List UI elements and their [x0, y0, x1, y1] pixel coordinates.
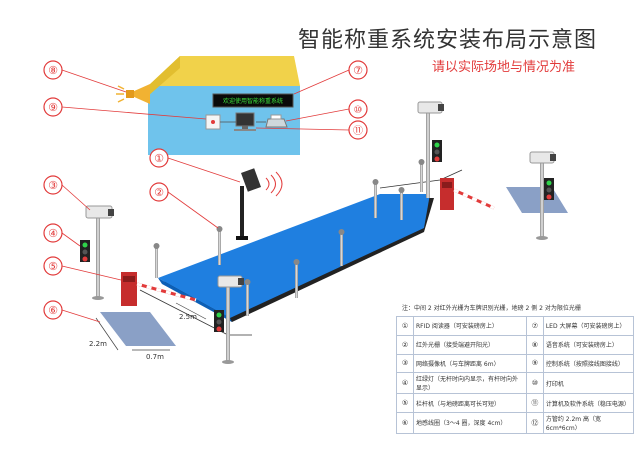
legend-num: ④ — [396, 372, 414, 395]
legend-row: ④ 红绿灯（无杆时向内显示，有杆时向外显示） ⑩ 打印机 — [396, 372, 635, 395]
svg-text:⑩: ⑩ — [354, 105, 363, 116]
dimension-lines — [95, 302, 207, 351]
camera-top-right — [417, 101, 444, 198]
camera-right — [529, 151, 556, 240]
legend-num: ② — [396, 334, 414, 355]
legend-num: ⑨ — [525, 353, 544, 374]
legend-text: LED 大屏幕（可安装磅房上） — [542, 316, 635, 336]
camera-middle — [214, 275, 244, 364]
dimension-2-2m: 2.2m — [89, 340, 107, 348]
camera-left — [80, 205, 114, 300]
callouts: ⑧ ⑨ ① ② ③ ④ ⑤ ⑥ ⑦ ⑩ ⑪ — [43, 60, 368, 320]
svg-text:⑥: ⑥ — [48, 304, 58, 317]
legend-text: 控制系统（按照接线图接线） — [542, 353, 635, 374]
scale-deck — [158, 194, 430, 318]
callout-1: ① — [149, 148, 169, 168]
callout-10: ⑩ — [348, 99, 368, 119]
barrier-gate-right — [440, 178, 495, 210]
printer-icon — [265, 118, 288, 128]
callout-4: ④ — [43, 223, 63, 243]
legend-num: ⑧ — [525, 334, 544, 355]
legend-num: ⑪ — [525, 393, 544, 413]
legend-num: ⑤ — [396, 393, 414, 413]
rfid-reader — [236, 168, 283, 240]
led-screen: 欢迎使用智能称重系统 — [212, 93, 294, 108]
callout-7: ⑦ — [348, 60, 368, 80]
speaker-icon — [116, 84, 150, 104]
callout-9: ⑨ — [43, 97, 63, 117]
legend-row: ③ 网络摄像机（与车牌距离 6m） ⑨ 控制系统（按照接线图接线） — [396, 353, 635, 374]
legend-note: 注：中间 2 对红外光栅为车牌识别光栅，地磅 2 侧 2 对为限位光栅 — [402, 305, 581, 312]
ground-loop-right — [506, 187, 568, 213]
legend-text: 语音系统（可安装磅房上） — [542, 334, 635, 355]
legend-num: ③ — [396, 353, 414, 374]
legend-text: 栏杆机（与地磅距离可长可短） — [413, 393, 527, 413]
legend-num: ⑥ — [396, 411, 414, 435]
legend-text: RFID 阅读器（可安装磅房上） — [413, 316, 527, 336]
callout-3: ③ — [43, 175, 63, 195]
callout-8: ⑧ — [43, 60, 63, 80]
infrared-grating-posts — [153, 159, 425, 316]
svg-text:①: ① — [154, 152, 164, 165]
svg-text:②: ② — [154, 186, 164, 199]
house-roof — [148, 56, 300, 86]
led-screen-text: 欢迎使用智能称重系统 — [223, 97, 283, 105]
svg-text:⑨: ⑨ — [48, 101, 58, 114]
svg-text:⑤: ⑤ — [48, 260, 58, 273]
legend-text: 计算机及软件系统（稳压电源） — [542, 393, 635, 413]
legend-text: 方管约 2.2m 高（宽 6cm*6cm） — [542, 411, 635, 435]
dimension-0-7m: 0.7m — [146, 353, 164, 361]
svg-text:⑦: ⑦ — [353, 64, 363, 77]
svg-text:④: ④ — [48, 227, 58, 240]
callout-5: ⑤ — [43, 256, 63, 276]
legend-text: 红外光栅（接受端避开阳光） — [413, 334, 527, 355]
legend-row: ② 红外光栅（接受端避开阳光） ⑧ 语音系统（可安装磅房上） — [396, 334, 635, 355]
control-equipment — [205, 112, 288, 131]
computer-monitor-icon — [235, 112, 255, 127]
legend-num: ⑫ — [525, 411, 544, 435]
svg-text:⑪: ⑪ — [353, 125, 363, 137]
svg-text:③: ③ — [48, 179, 58, 192]
svg-text:⑧: ⑧ — [48, 64, 58, 77]
legend-num: ⑦ — [525, 316, 544, 336]
legend-text: 网络摄像机（与车牌距离 6m） — [413, 353, 527, 374]
callout-11: ⑪ — [348, 120, 368, 140]
callout-leaders — [61, 69, 350, 323]
legend-row: ⑤ 栏杆机（与地磅距离可长可短） ⑪ 计算机及软件系统（稳压电源） — [396, 393, 635, 413]
diagram-title: 智能称重系统安装布局示意图 — [298, 28, 598, 53]
callout-6: ⑥ — [43, 300, 63, 320]
barrier-gate-left — [121, 272, 197, 306]
legend-text: 红绿灯（无杆时向内显示，有杆时向外显示） — [413, 372, 527, 395]
legend-row: ⑥ 地感线圈（3～4 圈，深度 4cm） ⑫ 方管约 2.2m 高（宽 6cm*… — [396, 411, 635, 435]
callout-2: ② — [149, 182, 169, 202]
legend-num: ① — [396, 316, 414, 336]
dimension-2-5m: 2.5m — [179, 313, 197, 321]
diagram-subtitle: 请以实际场地与情况为准 — [432, 60, 576, 75]
legend-table: ① RFID 阅读器（可安装磅房上） ⑦ LED 大屏幕（可安装磅房上） ② 红… — [396, 316, 635, 435]
legend-row: ① RFID 阅读器（可安装磅房上） ⑦ LED 大屏幕（可安装磅房上） — [396, 316, 635, 336]
ground-loop-left — [100, 312, 176, 346]
legend-num: ⑩ — [525, 372, 544, 395]
legend-text: 打印机 — [542, 372, 635, 395]
legend-text: 地感线圈（3～4 圈，深度 4cm） — [413, 411, 527, 435]
